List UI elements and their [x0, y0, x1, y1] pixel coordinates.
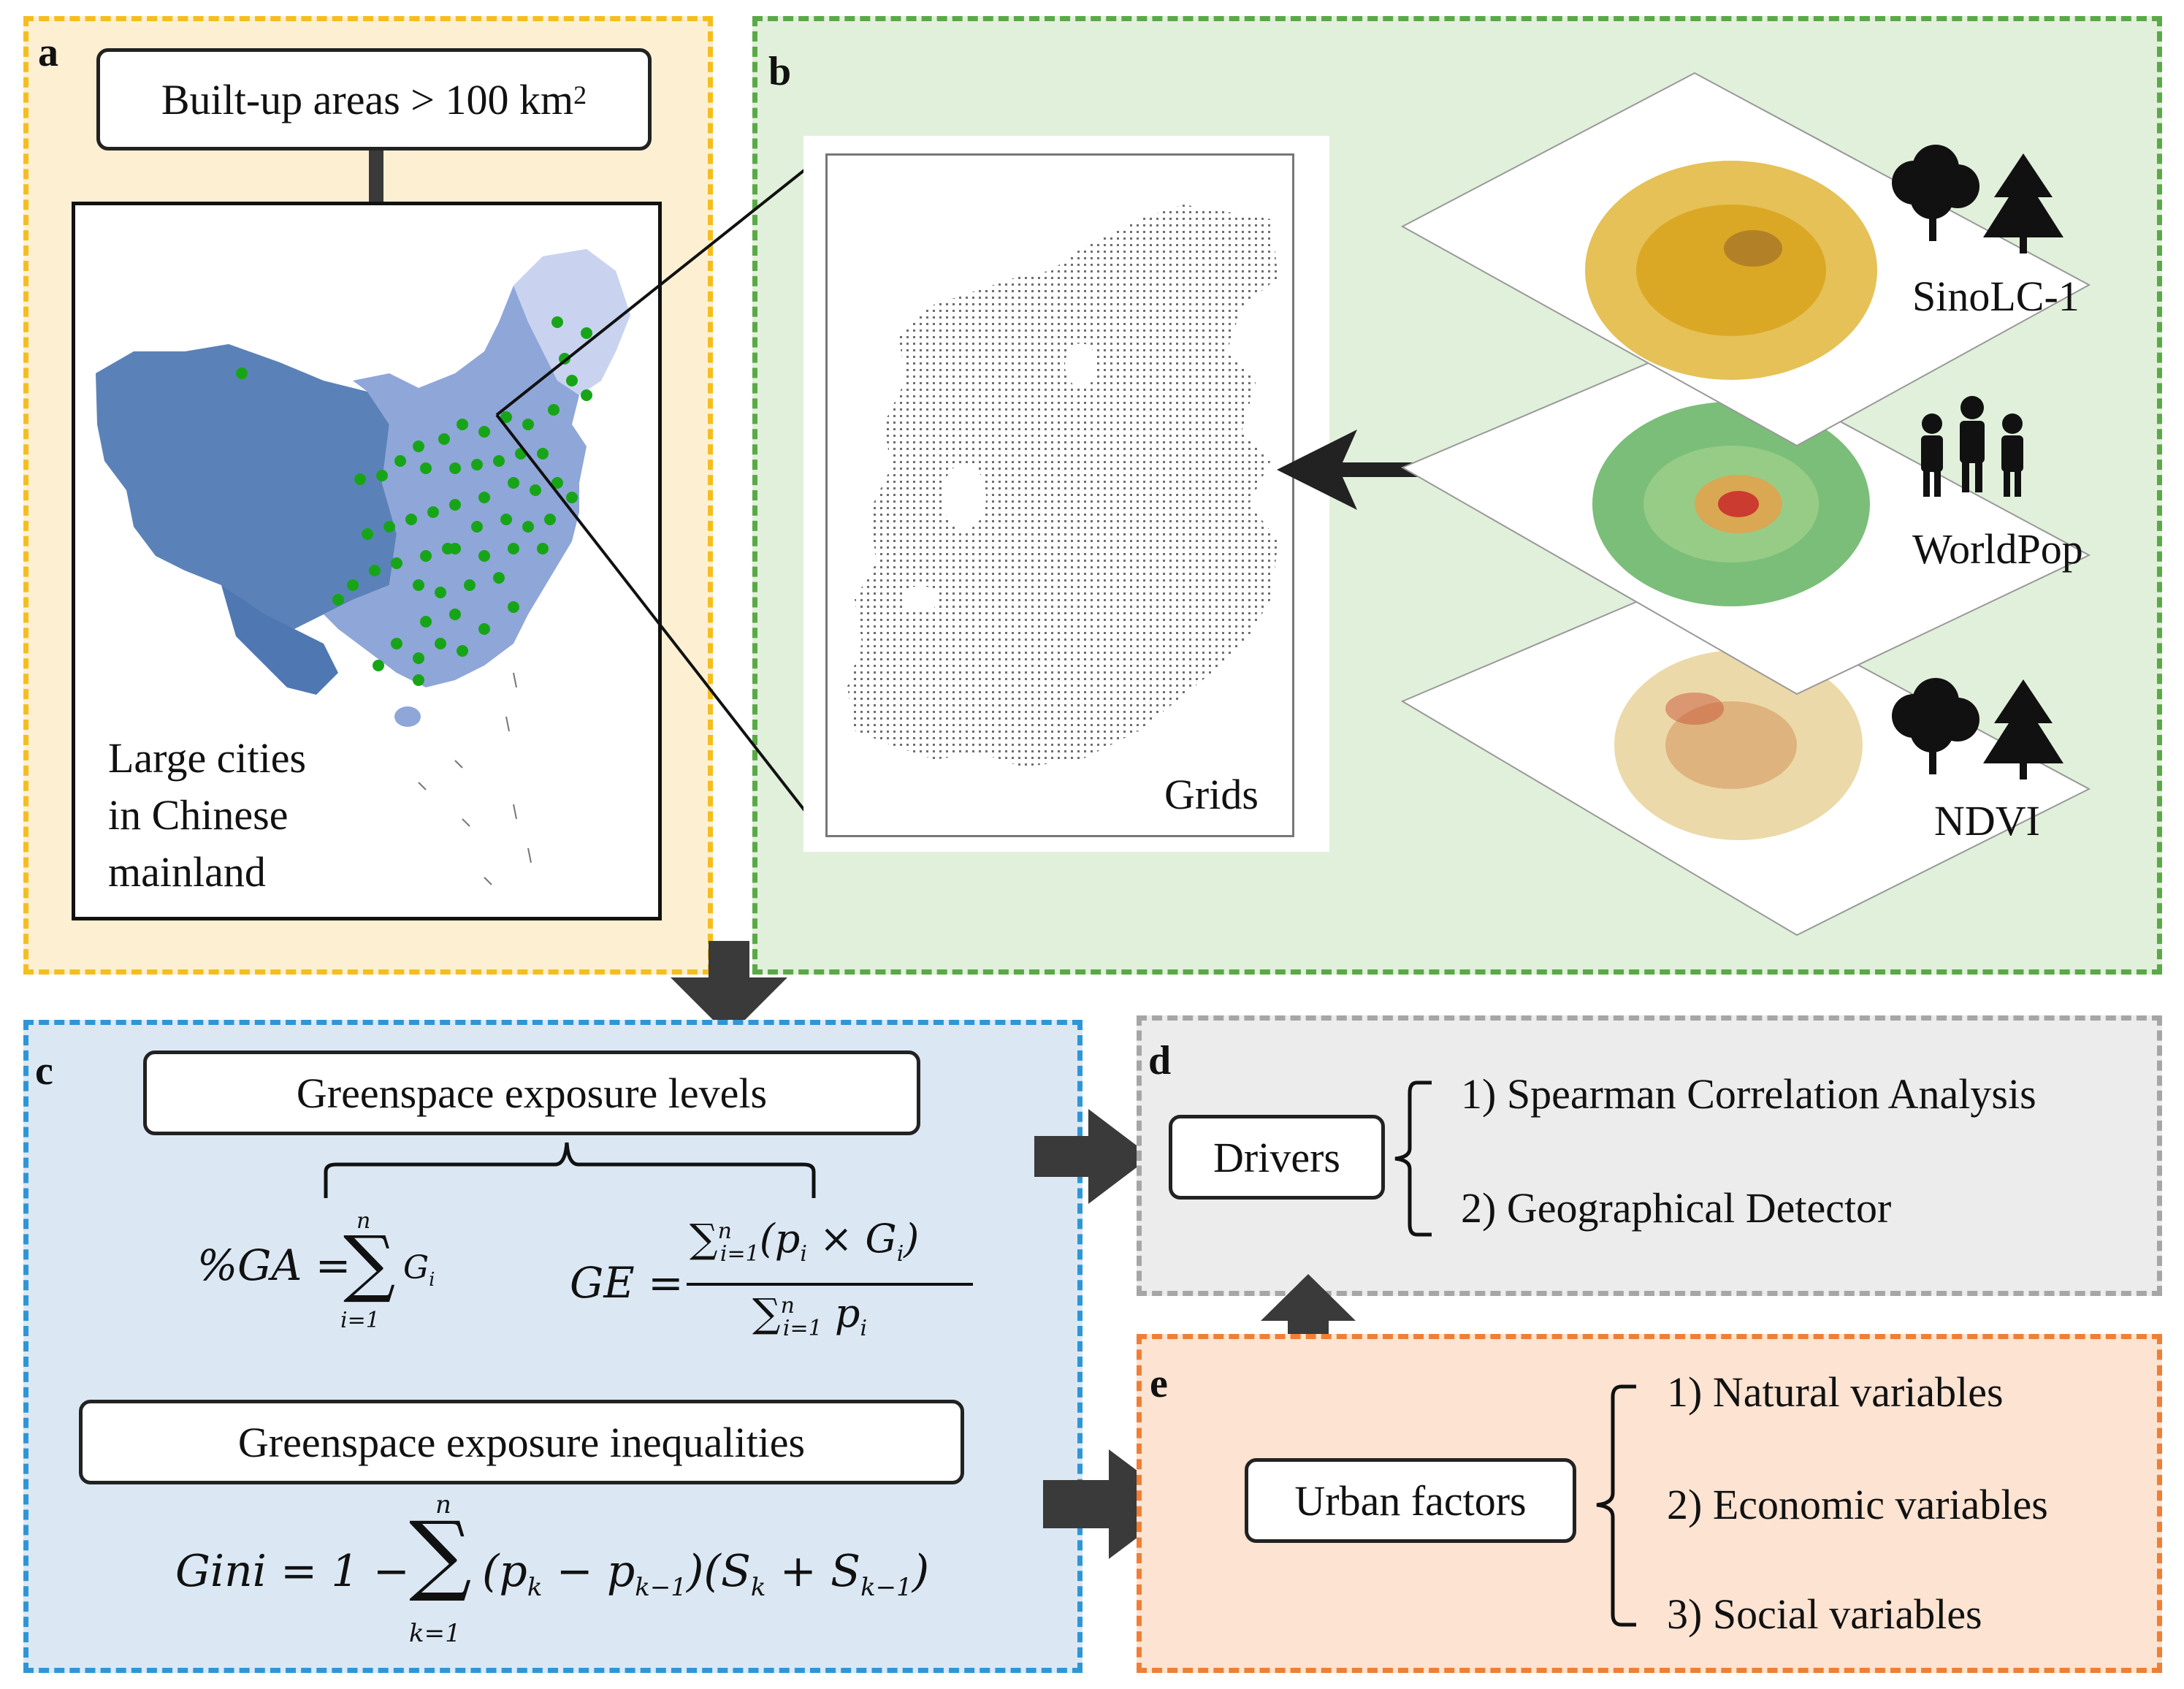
urban-factor-item-2: 2) Economic variables — [1667, 1481, 2048, 1528]
formula-ga: %GA = n ∑ i=1 Gi — [197, 1208, 435, 1333]
map-west-region — [96, 344, 397, 629]
layer-ndvi — [1400, 576, 2091, 937]
urban-factors-brace — [1596, 1384, 1636, 1627]
panel-a-label: a — [38, 30, 58, 75]
pine-icon-sinolc — [1983, 153, 2063, 253]
exposure-inequalities-box: Greenspace exposure inequalities — [79, 1400, 964, 1484]
formula-ge: GE = ∑ni=1(pi × Gi) ∑ni=1 pi — [570, 1213, 979, 1351]
map-south-sea-dashes — [418, 672, 532, 885]
built-up-areas-text: Built-up areas > 100 km — [161, 75, 574, 123]
left-arrow-b — [1277, 430, 1437, 510]
map-caption-line-2: in Chinese — [108, 791, 289, 839]
exposure-levels-box: Greenspace exposure levels — [143, 1051, 920, 1135]
urban-factor-item-1: 1) Natural variables — [1667, 1368, 2004, 1416]
right-arrow-c-to-d — [1034, 1109, 1151, 1204]
pine-icon-ndvi — [1983, 679, 2063, 779]
map-caption-line-1: Large cities — [108, 734, 307, 782]
people-icon-worldpop — [1921, 396, 2023, 497]
map-southwest-region — [221, 585, 338, 695]
driver-item-1: 1) Spearman Correlation Analysis — [1461, 1070, 2036, 1118]
built-up-areas-superscript: 2 — [573, 80, 587, 110]
urban-factor-item-3: 3) Social variables — [1667, 1590, 1982, 1638]
panel-b-label: b — [768, 49, 792, 94]
drivers-box: Drivers — [1169, 1115, 1385, 1200]
panel-d-label: d — [1148, 1038, 1172, 1083]
tree-icon-ndvi — [1892, 678, 1979, 774]
layer-label-ndvi: NDVI — [1934, 797, 2040, 844]
drivers-brace — [1394, 1080, 1432, 1237]
tree-icon-sinolc — [1892, 145, 1979, 241]
city-dots — [236, 316, 592, 686]
map-caption-line-3: mainland — [108, 848, 266, 896]
layer-sinolc — [1400, 72, 2091, 447]
layer-label-sinolc: SinoLC-1 — [1912, 272, 2080, 320]
layer-label-worldpop: WorldPop — [1912, 525, 2083, 573]
urban-factors-box: Urban factors — [1245, 1458, 1576, 1543]
levels-brace — [324, 1142, 816, 1198]
grids-scatter — [847, 205, 1278, 767]
formula-gini: Gini = 1 − n ∑ k=1 (pk − pk−1)(Sk + Sk−1… — [175, 1490, 930, 1648]
panel-c-label: c — [35, 1048, 53, 1094]
driver-item-2: 2) Geographical Detector — [1461, 1184, 1892, 1232]
layer-worldpop — [1400, 342, 2091, 695]
grids-label: Grids — [1164, 771, 1259, 818]
china-map — [96, 249, 630, 885]
panel-e-label: e — [1150, 1361, 1168, 1406]
data-layers — [1400, 72, 2091, 937]
map-northeast-region — [513, 249, 630, 395]
map-hainan — [394, 706, 421, 727]
down-arrow-to-c — [671, 941, 787, 1036]
